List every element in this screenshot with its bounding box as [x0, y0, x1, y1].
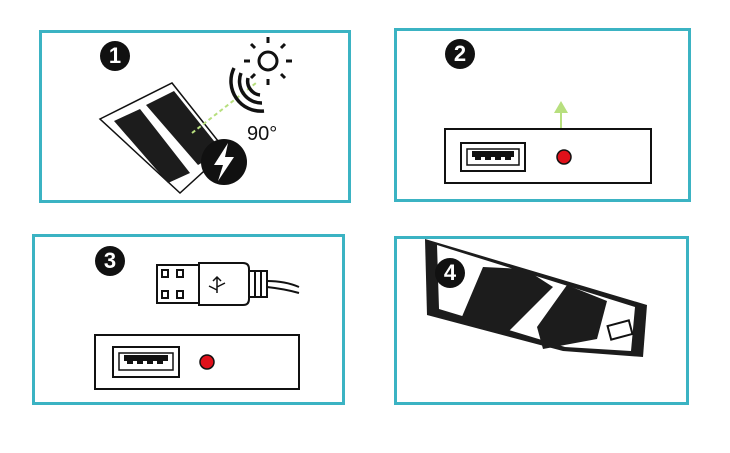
usb-port-icon [112, 346, 180, 378]
indicator-led [199, 354, 215, 370]
step-4-illustration [425, 239, 647, 357]
solar-panel-icon [425, 239, 647, 357]
lightning-icon [201, 139, 247, 185]
usb-port-icon [460, 142, 526, 172]
step-2-illustration [444, 101, 652, 184]
step-3-panel: 3 [32, 234, 345, 405]
solar-panel-icon [98, 82, 228, 195]
indicator-led [556, 149, 572, 165]
step-1-number: 1 [100, 41, 130, 71]
usb-cable-icon [156, 262, 300, 306]
sun-icon [244, 37, 292, 85]
step-2-panel: 2 [394, 28, 691, 202]
signal-icon [229, 67, 265, 113]
step-4-panel: 4 [394, 236, 689, 405]
angle-label: 90° [247, 123, 278, 145]
step-1-illustration [98, 37, 292, 195]
step-3-number: 3 [95, 246, 125, 276]
step-2-number: 2 [445, 39, 475, 69]
step-4-number: 4 [435, 258, 465, 288]
step-3-illustration [94, 262, 300, 390]
step-1-panel: 1 [39, 30, 351, 203]
